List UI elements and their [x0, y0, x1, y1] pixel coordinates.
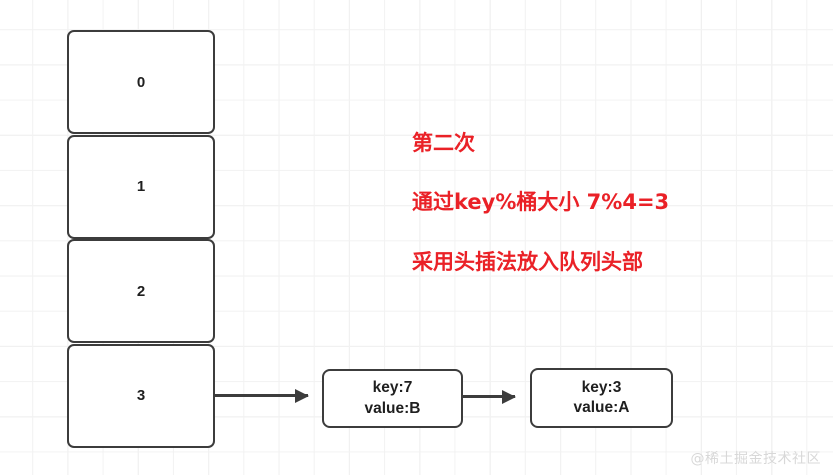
- annotation-step-title: 第二次: [412, 131, 475, 155]
- bucket-slot-3: 3: [67, 343, 215, 448]
- node-key-label: key:7: [372, 379, 413, 397]
- bucket-slot-2: 2: [67, 239, 215, 343]
- bucket-slot-label: 2: [136, 282, 146, 300]
- bucket-slot-label: 1: [136, 178, 146, 195]
- arrow-node1-to-node2: [463, 395, 515, 398]
- list-node-key3: key:3 value:A: [530, 368, 673, 428]
- bucket-slot-label: 3: [136, 387, 146, 405]
- list-node-key7: key:7 value:B: [322, 369, 463, 428]
- bucket-slot-0: 0: [67, 30, 215, 134]
- node-key-label: key:3: [581, 378, 622, 396]
- watermark: @稀土掘金技术社区: [690, 451, 821, 467]
- annotation-hash-formula: 通过key%桶大小 7%4=3: [412, 190, 670, 214]
- node-value-label: value:B: [364, 399, 421, 417]
- annotation-head-insertion: 采用头插法放入队列头部: [412, 250, 643, 274]
- bucket-slot-label: 0: [136, 73, 146, 91]
- bucket-slot-1: 1: [67, 134, 215, 239]
- node-value-label: value:A: [573, 399, 630, 416]
- arrow-bucket3-to-node1: [215, 394, 308, 397]
